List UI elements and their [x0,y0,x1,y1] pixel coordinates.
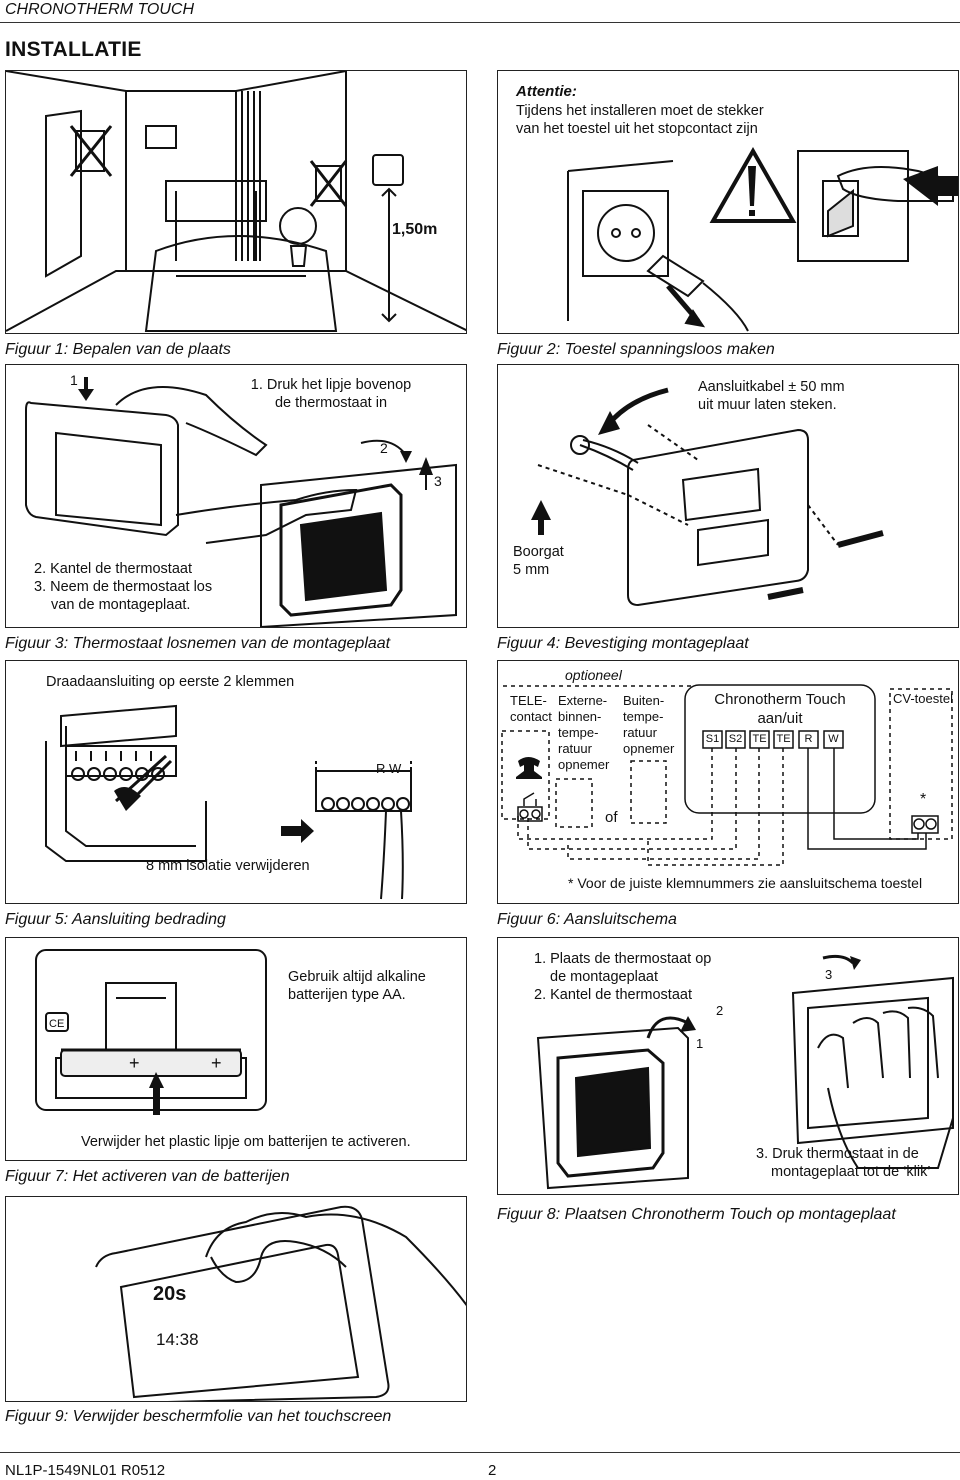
fig8-num-3: 3 [825,967,832,982]
fig3-num-1: 1 [70,372,78,388]
terminal-te1: TE [752,733,767,745]
terminal-te2: TE [776,733,791,745]
fig5-panel: Draadaansluiting op eerste 2 klemmen R W… [5,660,467,904]
fig5-strip: 8 mm isolatie verwijderen [146,858,310,874]
fig3-step3-l2: van de montageplaat. [51,597,191,613]
fig4-panel: Aansluitkabel ± 50 mm uit muur laten ste… [497,364,959,628]
footer-code: NL1P-1549NL01 R0512 [5,1462,166,1479]
fig6-note: * Voor de juiste klemnummers zie aanslui… [568,875,923,891]
fig4-cable-l1: Aansluitkabel ± 50 mm [698,379,845,395]
fig4-drill-l1: Boorgat [513,544,564,560]
fig3-num-3: 3 [434,473,442,489]
fig3-step3-l1: 3. Neem de thermostaat los [34,579,213,595]
fig6-out-l1: Buiten- [623,693,665,708]
page-number: 2 [488,1462,497,1479]
fig6-cv: CV-toestel [893,691,953,706]
height-label: 1,50m [392,221,437,238]
fig1-caption: Figuur 1: Bepalen van de plaats [5,341,231,358]
fig6-ext-l2: binnen- [558,709,602,724]
battery-plus-1: + [129,1053,140,1073]
battery-plus-2: + [211,1053,222,1073]
fig5-terminals: R W [376,761,402,776]
fig7-panel: + + CE Gebruik altijd alkaline batterije… [5,937,467,1161]
fig8-caption: Figuur 8: Plaatsen Chronotherm Touch op … [497,1206,896,1223]
fig6-out-l4: opnemer [623,741,675,756]
fig6-ext-l3: tempe- [558,725,599,740]
fig6-ct-l2: aan/uit [757,710,803,727]
fig8-step3-l2: montageplaat tot de ‘klik’ [771,1164,931,1180]
fig9-caption: Figuur 9: Verwijder beschermfolie van he… [5,1408,392,1425]
fig8-num-1: 1 [696,1036,703,1051]
fig4-caption: Figuur 4: Bevestiging montageplaat [497,635,749,652]
screen-time: 14:38 [156,1330,199,1349]
fig6-ext-l4: ratuur [558,741,592,756]
fig4-drill-l2: 5 mm [513,562,550,578]
fig7-caption: Figuur 7: Het activeren van de batterije… [5,1168,290,1185]
power-off-illustration [567,146,958,332]
header-rule [0,22,960,23]
wiring-diagram [501,684,953,866]
fig3-step1-l1: 1. Druk het lipje bovenop [250,377,412,393]
fig2-caption: Figuur 2: Toestel spanningsloos maken [497,341,775,358]
fig6-of: of [605,809,618,826]
fig2-panel: Attentie: Tijdens het installeren moet d… [497,70,959,334]
fig6-tele-l1: TELE- [510,693,547,708]
terminal-r: R [804,733,813,745]
telephone-icon [516,757,542,779]
fig3-num-2: 2 [380,440,388,456]
wiring-illustration: R W [45,704,412,900]
header-product: CHRONOTHERM TOUCH [5,1,195,18]
fig6-panel: optioneel TELE- contact Externe- binnen-… [497,660,959,904]
fig6-tele-l2: contact [510,709,552,724]
touchscreen-film-illustration: 20s 14:38 [95,1205,466,1401]
fig7-batt-l2: batterijen type AA. [288,987,406,1003]
attention-line1: Tijdens het installeren moet de stekker [516,103,764,119]
footer-rule [0,1452,960,1453]
battery-illustration: + + CE [35,949,267,1115]
fig7-activate: Verwijder het plastic lipje om batterije… [81,1134,411,1150]
mounting-thermostat-illustration: 1 2 3 [536,954,954,1190]
terminal-s1: S1 [705,733,720,745]
fig8-step3-l1: 3. Druk thermostaat in de [756,1146,919,1162]
mounting-plate-illustration [531,387,884,607]
fig9-panel: 20s 14:38 [5,1196,467,1402]
fig6-out-l3: ratuur [623,725,657,740]
fig6-ext-l5: opnemer [558,757,610,772]
terminal-s2: S2 [728,733,743,745]
fig5-caption: Figuur 5: Aansluiting bedrading [5,911,226,928]
thermostat-removal-illustration: 1 2 3 [25,372,457,627]
fig6-caption: Figuur 6: Aansluitschema [497,911,677,928]
fig6-out-l2: tempe- [623,709,664,724]
fig3-panel: 1 2 3 1. Druk het lipje bovenop de therm… [5,364,467,628]
ce-mark: CE [49,1018,64,1030]
fig3-step2: 2. Kantel de thermostaat [34,561,192,577]
attention-line2: van het toestel uit het stopcontact zijn [516,121,758,137]
fig6-optional: optioneel [565,667,622,683]
fig4-cable-l2: uit muur laten steken. [698,397,837,413]
screen-temperature: 20s [153,1283,186,1305]
fig8-step1-l1: 1. Plaats de thermostaat op [534,951,712,967]
fig7-batt-l1: Gebruik altijd alkaline [288,969,426,985]
fig6-ext-l1: Externe- [558,693,608,708]
fig8-panel: 1 2 3 1. Plaats de thermostaat op de mon… [497,937,959,1195]
room-illustration: 1,50m [6,71,466,332]
fig6-star: * [920,791,927,808]
fig8-num-2: 2 [716,1003,723,1018]
section-title: INSTALLATIE [5,38,142,61]
fig8-step1-l2: de montageplaat [550,969,659,985]
terminal-w: W [828,733,839,745]
fig3-step1-l2: de thermostaat in [274,395,388,411]
fig3-caption: Figuur 3: Thermostaat losnemen van de mo… [5,635,391,652]
fig1-panel: 1,50m [5,70,467,334]
fig6-ct-l1: Chronotherm Touch [714,691,846,708]
attention-title: Attentie: [516,83,577,100]
fig8-step2: 2. Kantel de thermostaat [534,987,692,1003]
fig5-title: Draadaansluiting op eerste 2 klemmen [46,674,295,690]
